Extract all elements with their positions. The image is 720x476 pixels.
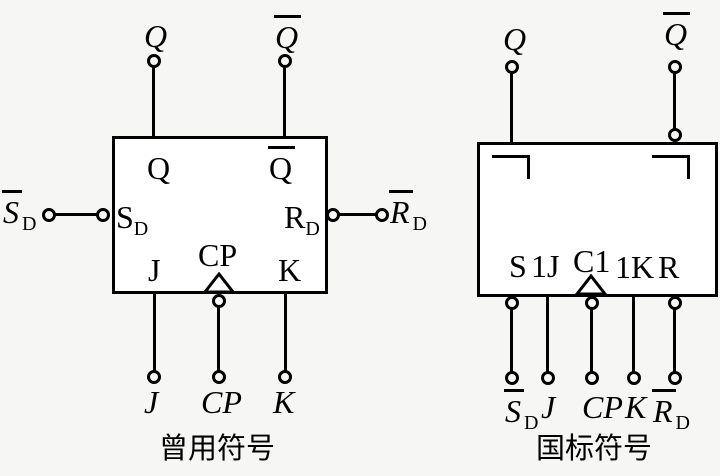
overline: R: [389, 190, 413, 228]
legacy-inner-rd-label: RD: [284, 199, 320, 240]
legacy-j-wire: [153, 292, 156, 372]
gb-cp-wire: [590, 308, 593, 372]
gb-k-wire: [632, 294, 635, 372]
legacy-cp-wire: [217, 307, 220, 372]
legacy-qbar-wire: [283, 67, 286, 137]
legacy-k-input-label: K: [273, 384, 295, 420]
gb-sd-wire: [510, 308, 513, 372]
gb-qbar-output-label: Q: [663, 12, 691, 50]
gb-inner-c1-label: C1: [573, 243, 611, 279]
legacy-inner-cp-label: CP: [198, 237, 238, 273]
legacy-sd-wire: [54, 213, 98, 216]
gb-flipflop-body: [477, 142, 718, 297]
legacy-q-wire: [152, 67, 155, 137]
gb-j-input-label: J: [541, 389, 556, 425]
legacy-j-terminal: [147, 370, 161, 384]
legacy-clock-edge-triangle-icon: [202, 272, 236, 294]
legacy-inner-sd-label: SD: [116, 199, 149, 240]
gb-q-terminal: [505, 60, 519, 74]
overline: Q: [268, 146, 296, 184]
overline: R: [652, 389, 676, 427]
legacy-k-wire: [284, 292, 287, 372]
gb-postponed-output-mark-left: [492, 155, 530, 179]
gb-qbar-wire: [673, 73, 676, 130]
legacy-q-output-label: Q: [144, 18, 168, 54]
legacy-qbar-terminal: [278, 54, 292, 68]
legacy-inner-q-label: Q: [147, 150, 171, 186]
gb-clock-edge-triangle-icon: [574, 274, 608, 296]
gb-inner-s-label: S: [509, 248, 527, 284]
legacy-cp-input-label: CP: [201, 384, 242, 420]
gb-inner-1j-label: 1J: [531, 248, 560, 284]
gb-sd-terminal: [505, 371, 519, 385]
legacy-k-terminal: [278, 370, 292, 384]
gb-j-wire: [546, 294, 549, 372]
gb-rd-wire: [673, 308, 676, 372]
legacy-inner-j-label: J: [148, 252, 161, 288]
legacy-cp-bubble: [212, 294, 226, 308]
legacy-symbol-caption: 曾用符号: [159, 433, 276, 465]
legacy-qbar-output-label: Q: [274, 15, 302, 53]
legacy-rd-wire: [338, 213, 376, 216]
gb-symbol-caption: 国标符号: [536, 433, 653, 465]
overline: Q: [274, 15, 302, 53]
gb-rd-terminal: [668, 371, 682, 385]
legacy-cp-terminal: [212, 370, 226, 384]
gb-inner-1k-label: 1K: [615, 249, 655, 285]
gb-cp-terminal: [585, 371, 599, 385]
gb-inner-r-label: R: [658, 249, 680, 285]
gb-k-input-label: K: [625, 389, 647, 425]
gb-q-output-label: Q: [503, 21, 527, 57]
gb-postponed-output-mark-right: [652, 155, 690, 179]
gb-j-terminal: [541, 371, 555, 385]
overline: S: [504, 389, 524, 427]
legacy-sd-bubble: [96, 208, 110, 222]
gb-k-terminal: [627, 371, 641, 385]
gb-q-wire: [510, 73, 513, 143]
overline: Q: [663, 12, 691, 50]
legacy-inner-qbar-label: Q: [268, 146, 296, 184]
gb-qbar-terminal: [668, 60, 682, 74]
gb-qbar-bubble: [668, 128, 682, 142]
legacy-j-input-label: J: [144, 384, 159, 420]
legacy-inner-k-label: K: [278, 252, 302, 288]
legacy-q-terminal: [147, 54, 161, 68]
overline: S: [2, 190, 22, 228]
gb-cp-input-label: CP: [582, 389, 623, 425]
legacy-rd-terminal: [375, 208, 389, 222]
